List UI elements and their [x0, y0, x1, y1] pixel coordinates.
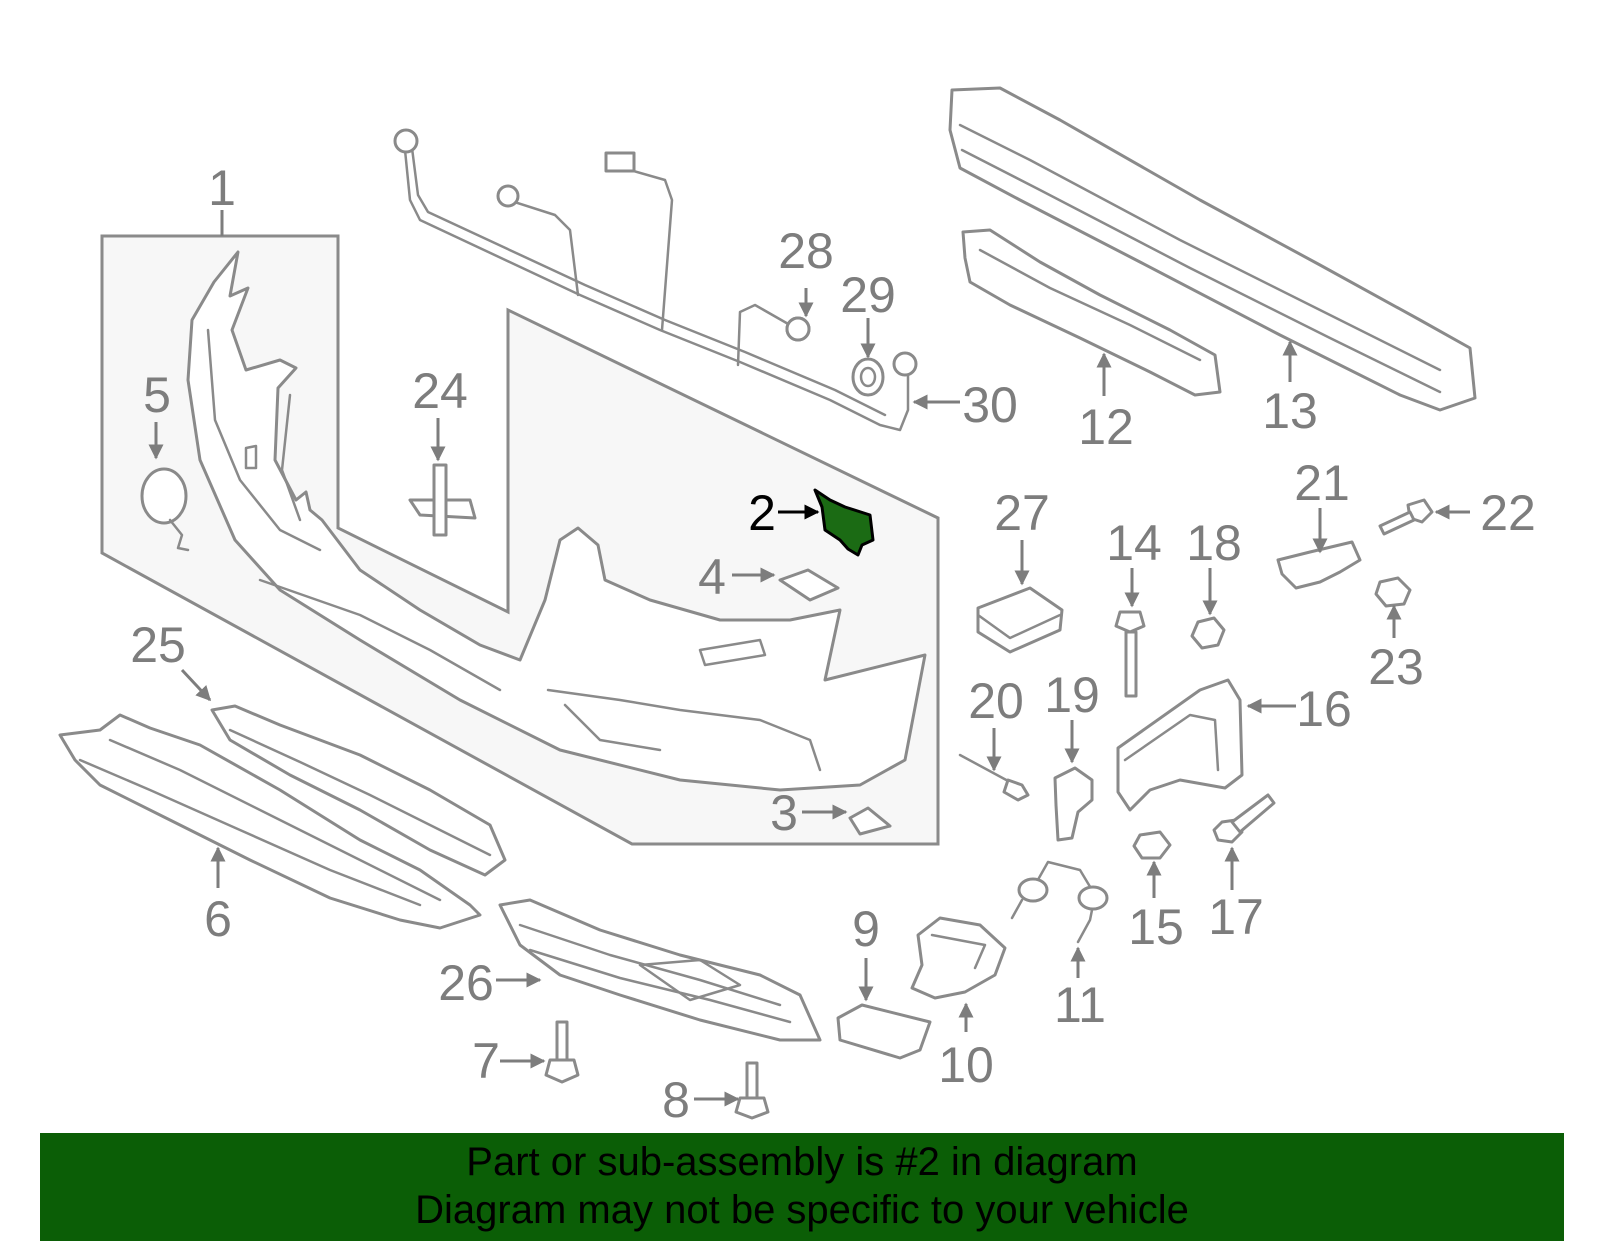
spring-part-11: [1010, 860, 1109, 944]
leader-arrows: [148, 288, 1470, 1107]
callout-22: 22: [1480, 485, 1536, 541]
sensor-part-28: [785, 316, 811, 342]
callout-6: 6: [204, 891, 232, 947]
callout-23: 23: [1368, 639, 1424, 695]
callout-17: 17: [1208, 889, 1264, 945]
callout-labels: 1 2 3 4 5 6 7 8 9 10 11 12 13 14 15 16 1…: [130, 160, 1536, 1128]
callout-25: 25: [130, 617, 186, 673]
clip-part-24: [408, 463, 477, 537]
undertray-part-6: [58, 713, 482, 930]
callout-7: 7: [472, 1033, 500, 1089]
bracket-part-4: [778, 568, 840, 602]
mount-bracket-part-16: [1116, 678, 1244, 812]
tow-cap-part-5: [140, 467, 190, 552]
callout-20: 20: [968, 673, 1024, 729]
callout-19: 19: [1044, 667, 1100, 723]
pin-part-20: [958, 753, 1030, 802]
callout-11: 11: [1054, 977, 1106, 1033]
bumper-cover: [186, 250, 927, 792]
bracket-part-2-highlighted: [813, 488, 875, 557]
callout-5: 5: [143, 367, 171, 423]
callout-14: 14: [1106, 515, 1162, 571]
banner-disclaimer: Diagram may not be specific to your vehi…: [415, 1188, 1189, 1232]
callout-15: 15: [1128, 899, 1184, 955]
callout-3: 3: [770, 785, 798, 841]
callout-24: 24: [412, 363, 468, 419]
info-banner: Part or sub-assembly is #2 in diagram Di…: [40, 1133, 1564, 1241]
latch-part-19: [1053, 766, 1094, 842]
nut-part-23: [1374, 576, 1412, 608]
callout-8: 8: [662, 1072, 690, 1128]
wiring-harness: [393, 128, 918, 432]
callout-2: 2: [748, 485, 776, 541]
energy-absorber-part-12: [961, 228, 1222, 397]
cover-part-9: [836, 1003, 932, 1060]
grommet-part-29: [851, 357, 885, 397]
callout-10: 10: [938, 1037, 994, 1093]
callout-9: 9: [852, 901, 880, 957]
callout-12: 12: [1078, 399, 1134, 455]
bolt-part-14: [1114, 610, 1146, 698]
bracket-part-10: [910, 916, 1007, 1000]
impact-bar-part-13: [948, 86, 1477, 412]
bolt-part-22: [1378, 498, 1434, 536]
banner-part-reference: Part or sub-assembly is #2 in diagram: [466, 1140, 1138, 1184]
bolt-part-8: [734, 1061, 770, 1120]
bolt-part-17: [1212, 793, 1276, 844]
callout-13: 13: [1262, 383, 1318, 439]
callout-1: 1: [208, 160, 236, 216]
callout-21: 21: [1294, 455, 1350, 511]
bracket-part-3: [848, 806, 892, 836]
callout-30: 30: [962, 377, 1018, 433]
callout-18: 18: [1186, 515, 1242, 571]
callout-29: 29: [840, 267, 896, 323]
nut-part-15: [1132, 830, 1172, 860]
callout-28: 28: [778, 223, 834, 279]
callout-26: 26: [438, 955, 494, 1011]
bolt-part-7: [544, 1020, 580, 1084]
callout-27: 27: [994, 485, 1050, 541]
module-part-27: [976, 586, 1064, 654]
callout-4: 4: [698, 549, 726, 605]
callout-16: 16: [1296, 681, 1352, 737]
nut-part-18: [1190, 616, 1226, 650]
